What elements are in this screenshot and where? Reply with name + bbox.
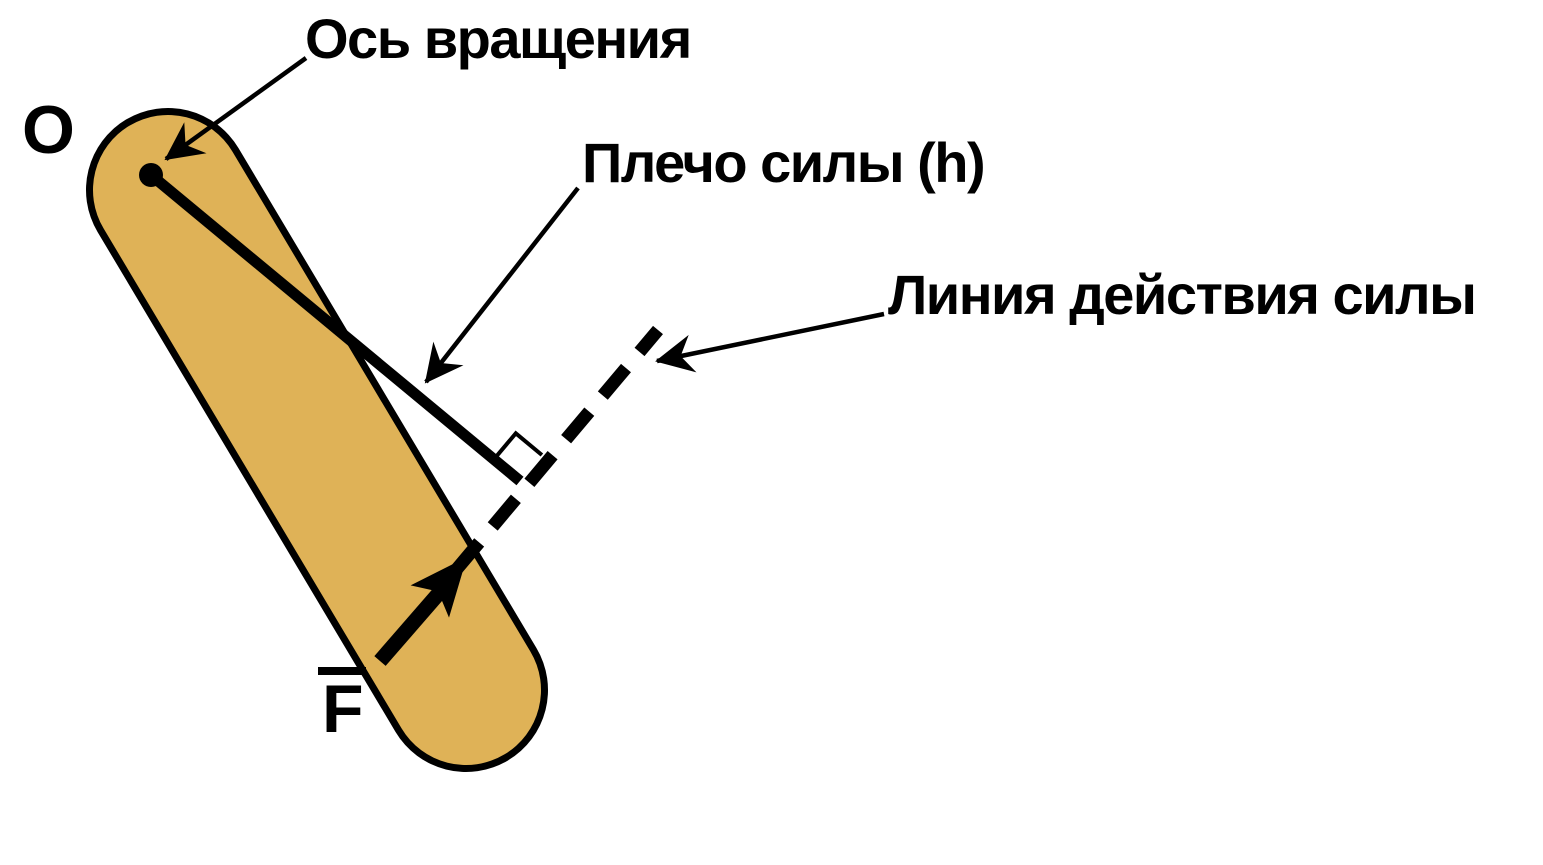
label-line-of-action: Линия действия силы [888, 263, 1475, 326]
label-force: F [322, 671, 364, 747]
line-of-action-dashed [451, 325, 663, 575]
label-force-arm: Плечо силы (h) [582, 131, 984, 194]
right-angle-marker [492, 430, 544, 461]
lever-rod [93, 115, 541, 765]
leader-axis-of-rotation [164, 56, 308, 161]
force-arm-line [147, 170, 524, 486]
label-axis-of-rotation: Ось вращения [305, 7, 691, 70]
leader-line-of-action [655, 311, 885, 373]
force-vector-shaft [374, 580, 452, 666]
label-pivot-o: O [22, 92, 75, 168]
pivot-dot [139, 163, 163, 187]
force-vector-head [410, 557, 467, 618]
leader-force-arm [424, 186, 580, 384]
